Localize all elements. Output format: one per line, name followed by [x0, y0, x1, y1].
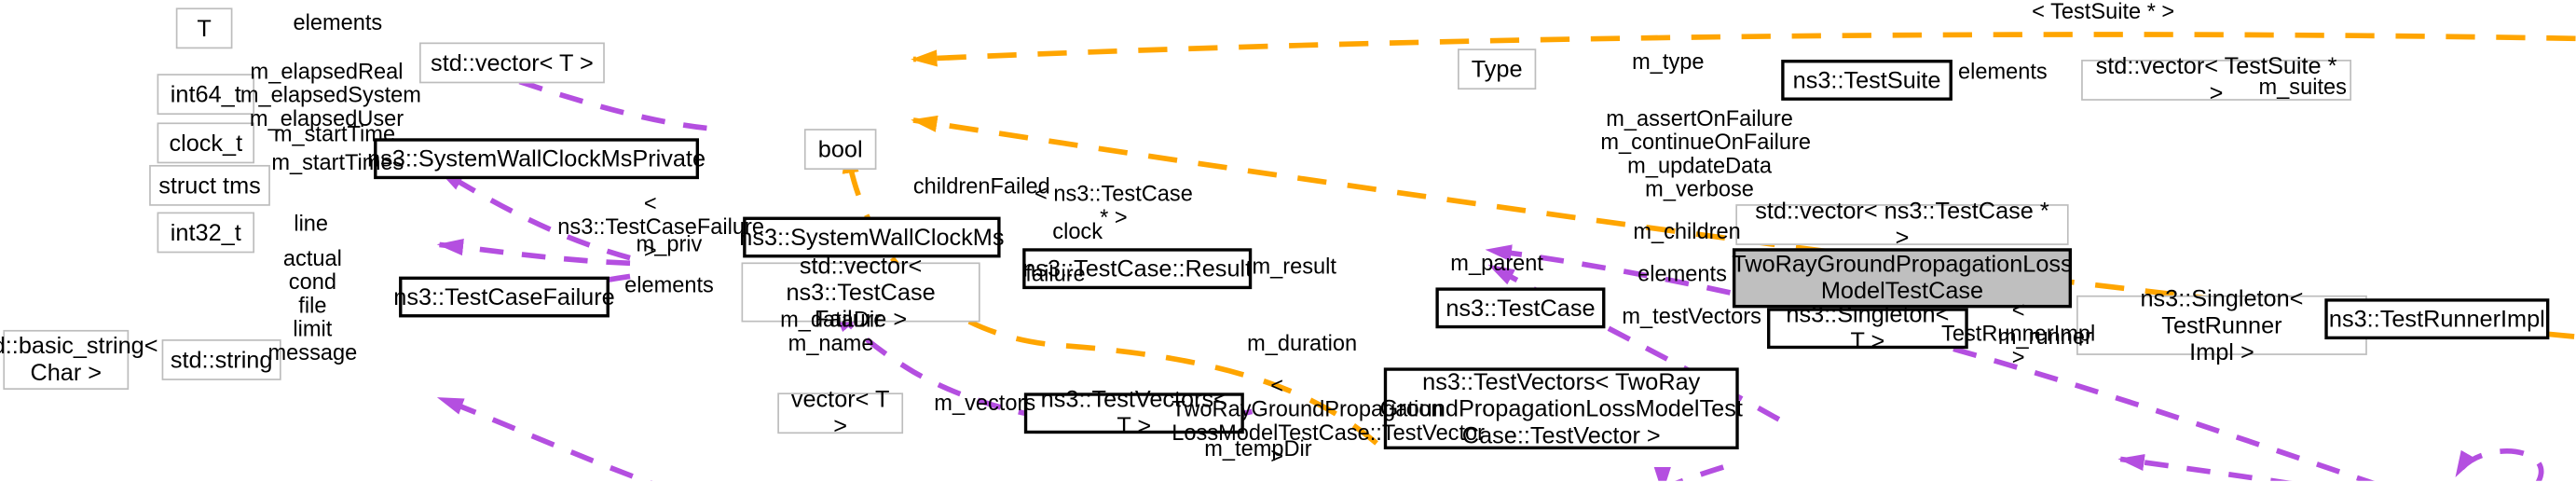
node-T[interactable]: T: [175, 7, 233, 49]
node-test-suite[interactable]: ns3::TestSuite: [1781, 60, 1953, 101]
node-two-ray-ground-propagation-loss-model-test-case[interactable]: TwoRayGroundPropagationLoss ModelTestCas…: [1732, 248, 2073, 309]
node-system-wall-clock-ms[interactable]: ns3::SystemWallClockMs: [739, 216, 1005, 258]
node-vector-test-case-failure[interactable]: std::vector< ns3::TestCase Failure >: [741, 253, 980, 332]
node-int32-t[interactable]: int32_t: [157, 212, 255, 254]
node-int64-t[interactable]: int64_t: [157, 74, 255, 116]
edge-label-m-priv: m_priv: [636, 230, 703, 256]
edge-label-m-runner: m_runner: [1997, 324, 2092, 350]
edge-label-m-duration: m_duration: [1247, 329, 1358, 355]
edge-label-elements-t: elements: [293, 9, 383, 35]
edge-label-assert-flags: m_assertOnFailure m_continueOnFailure m_…: [1600, 104, 1811, 201]
node-type[interactable]: Type: [1458, 48, 1537, 90]
edge-label-m-tempdir: m_tempDir: [1204, 434, 1312, 461]
edge-label-m-type: m_type: [1632, 48, 1705, 75]
node-vector-test-suite-ptr[interactable]: std::vector< TestSuite * >: [2081, 53, 2351, 107]
node-struct-tms[interactable]: struct tms: [149, 164, 270, 206]
edge-label-tworay-template: < TwoRayGroundPropagation LossModelTestC…: [1172, 372, 1486, 469]
edge-label-testrunnerimpl-template: < TestRunnerImpl >: [1941, 296, 2096, 370]
node-test-runner-impl[interactable]: ns3::TestRunnerImpl: [2324, 298, 2550, 340]
node-test-case[interactable]: ns3::TestCase: [1435, 287, 1606, 329]
node-std-string[interactable]: std::string: [161, 339, 281, 380]
edge-label-childrenfailed: childrenFailed: [912, 172, 1050, 199]
edge-label-m-children: m_children: [1633, 218, 1741, 244]
node-basic-string[interactable]: std::basic_string< Char >: [0, 329, 158, 390]
edge-label-line: line: [294, 210, 329, 236]
edge-label-elements-testcase: elements: [1637, 260, 1727, 286]
node-singleton-test-runner-impl[interactable]: ns3::Singleton< TestRunner Impl >: [2076, 285, 2367, 365]
edge-label-m-starttime: m_startTime: [273, 120, 396, 146]
node-singleton-t[interactable]: ns3::Singleton< T >: [1767, 302, 1968, 355]
node-test-case-failure[interactable]: ns3::TestCaseFailure: [393, 276, 615, 318]
edge-label-m-starttimes: m_startTimes: [271, 149, 404, 175]
node-system-wall-clock-ms-private[interactable]: ns3::SystemWallClockMsPrivate: [367, 138, 706, 180]
node-vector-test-case-ptr[interactable]: std::vector< ns3::TestCase * >: [1735, 198, 2069, 252]
node-test-vectors-t[interactable]: ns3::TestVectors< T >: [1023, 387, 1244, 440]
node-test-case-result[interactable]: ns3::TestCase::Result: [1022, 248, 1253, 290]
edge-label-testcasefailure-template: < ns3::TestCaseFailure >: [557, 189, 764, 263]
edge-label-elements-tcfailure: elements: [624, 271, 714, 297]
edge-label-testsuite-template: < TestSuite * >: [2032, 0, 2175, 24]
edge-label-testcase-ptr-template: < ns3::TestCase * >: [1034, 180, 1193, 230]
edge-label-m-result: m_result: [1252, 253, 1336, 279]
edge-label-m-parent: m_parent: [1450, 249, 1544, 275]
edge-label-elapsed-fields: m_elapsedReal m_elapsedSystem m_elapsedU…: [240, 58, 421, 131]
edge-label-m-testvectors: m_testVectors: [1622, 303, 1761, 329]
node-bool[interactable]: bool: [803, 129, 877, 171]
edge-label-failure-fields: actual cond file limit message: [267, 244, 358, 365]
node-vector-t-template[interactable]: vector< T >: [777, 387, 904, 440]
node-clock-t[interactable]: clock_t: [157, 122, 255, 164]
edge-label-elements-testsuite: elements: [1957, 58, 2048, 84]
edge-label-m-vectors: m_vectors: [934, 389, 1036, 415]
edge-label-failure: failure: [1025, 260, 1086, 286]
node-std-vector-T[interactable]: std::vector< T >: [418, 42, 605, 84]
edge-label-m-suites: m_suites: [2258, 74, 2347, 100]
edge-label-m-datadir: m_dataDir m_name: [780, 306, 882, 355]
edge-label-clock: clock: [1052, 218, 1103, 244]
